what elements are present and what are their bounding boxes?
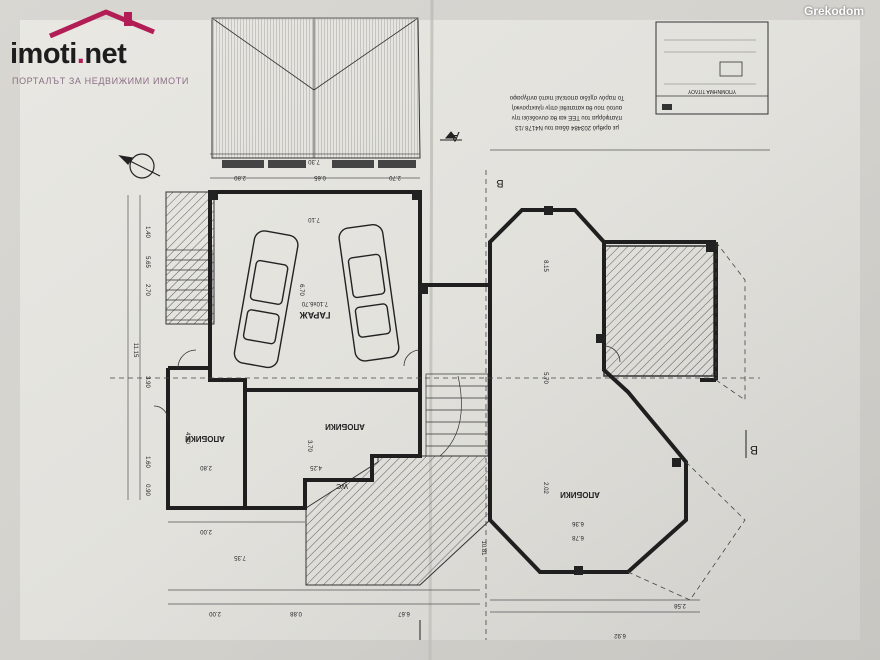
logo-wordmark: imoti.net — [10, 38, 127, 71]
dim-label: 2.00 — [200, 528, 212, 534]
dim-label: 2.58 — [674, 602, 686, 608]
legend-title: ΥΠΟΜΝΗΜΑ ΤΙΤΛΟΥ — [687, 88, 736, 94]
dim-label: 0.65 — [314, 174, 326, 180]
logo-tld: net — [84, 38, 127, 70]
dim-label: 7.35 — [234, 554, 246, 560]
dim-label: 6.36 — [572, 520, 584, 526]
hatched-walls — [165, 191, 715, 586]
dim-label: 6.78 — [572, 534, 584, 540]
dim-label: 11.15 — [132, 343, 138, 358]
dim-label: 2.70 — [389, 174, 401, 180]
dim-label: 0.90 — [144, 484, 150, 496]
label-living-left: АПОБИКИ — [185, 434, 225, 443]
imoti-logo[interactable]: imoti.net ПОРТАЛЪТ ЗА НЕДВИЖИМИ ИМОТИ — [6, 8, 188, 88]
north-arrow-icon — [118, 153, 161, 179]
door-swings — [153, 345, 621, 421]
dim-label: 4.25 — [310, 464, 322, 470]
note-line: To παρόν σχέδιο αποτελεί πιστό αντίγραφο — [509, 94, 624, 101]
dim-label: 4.40 — [184, 432, 190, 444]
label-garage: ГАРАЖ — [299, 310, 331, 320]
dim-label: 2.70 — [144, 284, 150, 296]
section-markers — [419, 131, 747, 640]
dim-label: 7.30 — [308, 158, 320, 164]
dashed-outline — [110, 170, 760, 640]
dim-label: 2.02 — [542, 482, 548, 494]
note-line: με αριθμό 203484 άδεια του Ν4178 /13 — [514, 124, 618, 131]
dim-label: 2.80 — [200, 464, 212, 470]
dim-label: 6.67 — [398, 610, 410, 616]
note-line: αυτού που θα κατατεθεί στην ηλεκτρονική — [512, 104, 622, 111]
logo-dot: . — [76, 38, 85, 70]
watermark-grekodom: Grekodom — [803, 4, 864, 18]
dim-label: 3.90 — [144, 376, 150, 388]
label-living-right: АПОБИКИ — [560, 490, 600, 499]
dim-label: 6.92 — [614, 632, 626, 638]
label-garage-area: 7.10x6.70 — [301, 300, 328, 306]
roof-canopy — [211, 17, 421, 159]
house-roof-icon — [49, 9, 155, 38]
logo-name: imoti — [10, 38, 77, 70]
dim-label: 5.70 — [542, 372, 548, 384]
dim-label: 1.60 — [144, 456, 150, 468]
legend-box — [655, 21, 769, 115]
axis-mark-top: B — [496, 177, 503, 189]
dim-label: 6.70 — [298, 284, 304, 296]
section-mark-top: A — [450, 129, 460, 145]
logo-tagline: ПОРТАЛЪТ ЗА НЕДВИЖИМИ ИМОТИ — [12, 76, 189, 86]
dimension-lines — [127, 149, 770, 613]
dim-label: 3.70 — [306, 440, 312, 452]
note-line: πλατφόρμα του ΤΕΕ και θα συνοδεύει την — [512, 114, 623, 121]
dim-label: 0.88 — [290, 610, 302, 616]
columns — [208, 190, 716, 575]
label-living-mid: АПОБИКИ — [325, 422, 365, 431]
dim-label: 8.15 — [542, 260, 548, 272]
notes-block: To παρόν σχέδιο αποτελεί πιστό αντίγραφο… — [509, 94, 624, 131]
dim-label: 7.10 — [308, 216, 320, 222]
dimension-labels: 7.30 7.10 2.80 2.70 0.65 6.70 1.40 5.65 … — [132, 158, 686, 638]
dim-label: 2.00 — [209, 610, 221, 616]
plan-labels: ГАРАЖ 7.10x6.70 АПОБИКИ АПОБИКИ АПОБИКИ … — [132, 88, 758, 638]
dim-label: 2.80 — [234, 174, 246, 180]
axis-mark-right: B — [750, 443, 758, 457]
dim-label: 1.40 — [144, 226, 150, 238]
label-wc: WC — [336, 482, 348, 489]
planter-row — [222, 160, 416, 168]
dim-label: 5.65 — [144, 256, 150, 268]
dim-label: 10.81 — [480, 540, 486, 556]
parked-cars — [233, 223, 400, 369]
